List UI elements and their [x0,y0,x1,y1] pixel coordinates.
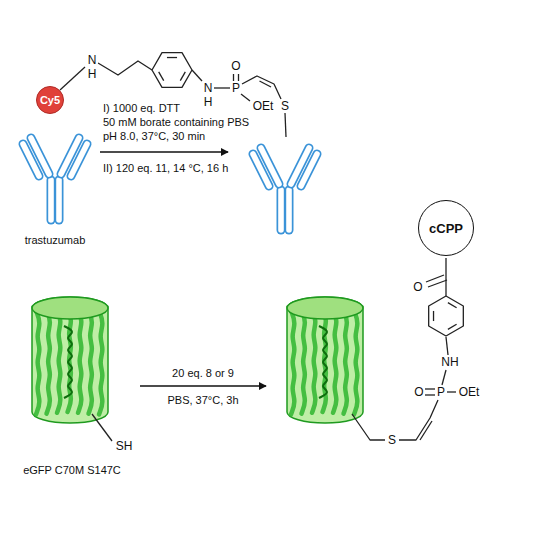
beta-strand [78,309,81,413]
reaction-arrow [100,151,228,152]
double-bond [425,388,435,389]
chemical-bond [241,94,250,101]
atom-label: O [412,281,423,293]
antibody-chain-fill [253,154,269,186]
beta-strand [291,310,294,414]
chemical-bond [352,414,385,440]
dye-circle: Cy5 [36,86,64,114]
benzene-ring [152,53,192,88]
aromatic-double-bond [448,303,457,308]
protein-name: trastuzumab [24,235,87,246]
chemical-bond [446,337,448,355]
barrel-body [32,297,108,423]
antibody-chain-fill [23,144,39,176]
antibody-chain-fill [48,180,54,220]
aromatic-double-bond [433,311,434,321]
beta-strand [354,310,357,414]
gfp-barrel-figure [32,297,108,423]
chemical-bond [214,87,230,88]
condition-text: II) 120 eq. 11, 14 °C, 16 h [102,163,229,174]
atom-label: O [230,60,241,72]
antibody-figure [253,148,317,230]
antibody-chain-fill [286,190,292,230]
chemical-bond [447,391,456,392]
peptide-circle: cCPP [418,200,474,256]
double-bond [260,81,272,87]
atom-label: O [413,386,424,398]
atom-label: N [87,54,98,66]
double-bond [238,74,239,81]
beta-strand [89,310,92,414]
antibody-chain-outline [47,180,56,220]
aromatic-double-bond [448,324,457,329]
protein-name: eGFP C70M S147C [22,465,122,476]
chemical-bond [399,400,438,440]
gfp-barrel-figure [287,297,363,423]
chemical-bond [242,76,281,99]
barrel-body [287,297,363,423]
antibody-chain-outline [285,190,294,230]
antibody-chain-outline [71,144,87,176]
barrel-top [287,297,363,319]
antibody-chain-fill [301,154,317,186]
antibody-chain-outline [55,180,64,220]
beta-strand [344,310,347,414]
double-bond [425,394,435,395]
benzene-ring [429,296,464,336]
beta-strand [36,310,39,414]
condition-text: 50 mM borate containing PBS [102,117,250,128]
atom-label: N [203,82,214,94]
atom-label: SH [115,440,134,452]
double-bond [233,74,234,81]
chemical-bond [92,414,112,441]
chemical-bond [192,70,202,81]
chemical-bond [285,113,286,137]
double-bond [420,421,432,440]
double-bond [428,280,447,287]
atom-label: P [436,386,446,398]
chemical-bond [60,67,85,90]
atom-label: H [87,68,98,80]
antibody-chain-outline [23,144,39,176]
atom-label: S [280,100,290,112]
aromatic-double-bond [180,72,185,81]
condition-text: I) 1000 eq. DTT [102,103,181,114]
antibody-chain-outline [277,190,286,230]
chemical-bond [98,61,152,75]
beta-strand [333,309,336,413]
antibody-chain-outline [301,154,317,186]
antibody-chain-outline [253,154,269,186]
atom-label: OEt [252,100,275,112]
condition-text: pH 8.0, 37°C, 30 min [102,131,206,142]
aromatic-double-bond [159,72,164,81]
antibody-chain-fill [56,180,62,220]
beta-strand [312,309,315,413]
chemical-bond [445,258,446,296]
double-bond [426,275,444,282]
chemical-bond [442,370,446,385]
node-label: cCPP [429,222,463,235]
beta-strand [99,310,102,414]
node-label: Cy5 [40,95,60,106]
central-helix [64,326,72,398]
atom-label: OEt [458,386,481,398]
condition-text: 20 eq. 8 or 9 [171,368,235,379]
atom-label: NH [440,356,459,368]
barrel-top [32,297,108,319]
reaction-arrow [140,385,266,386]
beta-strand [302,310,305,414]
antibody-chain-fill [278,190,284,230]
condition-text: PBS, 37°C, 3h [166,395,239,406]
antibody-chain-fill [71,144,87,176]
atom-label: S [387,434,397,446]
beta-strand [47,310,50,414]
central-helix [319,326,327,398]
antibody-figure [23,138,87,220]
beta-strand [57,309,60,413]
atom-label: P [231,82,241,94]
aromatic-double-bond [167,57,177,58]
atom-label: H [203,96,214,108]
